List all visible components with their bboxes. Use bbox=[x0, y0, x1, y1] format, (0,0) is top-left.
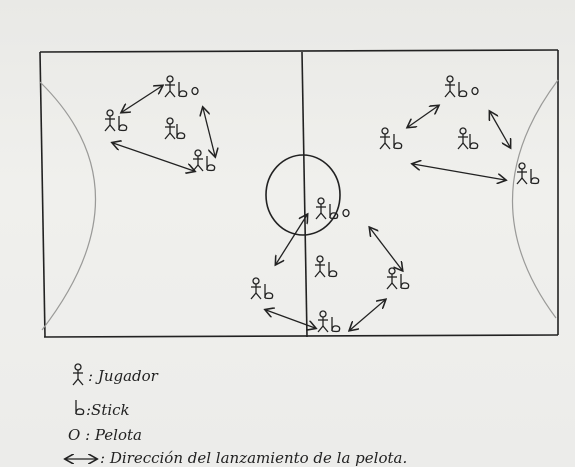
court-top-line bbox=[39, 49, 559, 53]
legend-player-symbol bbox=[72, 363, 84, 386]
legend-stick-label: :Stick bbox=[86, 401, 130, 419]
player bbox=[516, 162, 540, 185]
pass-arrow bbox=[113, 143, 194, 171]
pass-arrow bbox=[276, 215, 307, 264]
player bbox=[315, 197, 350, 220]
player bbox=[104, 109, 128, 132]
pass-arrow bbox=[370, 228, 402, 270]
pass-arrow bbox=[490, 112, 510, 147]
pass-arrows bbox=[66, 86, 510, 459]
court-bottom-line bbox=[43, 334, 559, 338]
pass-arrow bbox=[408, 106, 438, 127]
left-goal-area bbox=[39, 81, 97, 331]
player bbox=[444, 75, 479, 98]
player bbox=[317, 310, 341, 333]
player bbox=[314, 255, 338, 278]
legend-arrow-label: : Dirección del lanzamiento de la pelota… bbox=[100, 449, 408, 467]
center-line bbox=[301, 51, 308, 338]
player bbox=[250, 277, 274, 300]
player bbox=[164, 75, 199, 98]
court-left-line bbox=[39, 51, 46, 338]
player bbox=[164, 117, 186, 140]
player bbox=[379, 127, 403, 150]
player bbox=[457, 127, 479, 150]
legend-ball-label: O : Pelota bbox=[68, 426, 142, 444]
legend-stick-symbol bbox=[75, 399, 85, 416]
player bbox=[386, 267, 410, 290]
pass-arrow bbox=[266, 310, 315, 328]
pass-arrow bbox=[122, 86, 162, 112]
court bbox=[39, 49, 559, 338]
goal-areas bbox=[39, 79, 559, 331]
pass-arrow bbox=[350, 300, 385, 330]
right-goal-area bbox=[511, 79, 559, 319]
legend-player-label: : Jugador bbox=[88, 367, 158, 385]
center-circle bbox=[265, 154, 341, 236]
pass-arrow bbox=[413, 164, 505, 180]
pass-arrow bbox=[203, 108, 215, 156]
player bbox=[192, 149, 216, 172]
